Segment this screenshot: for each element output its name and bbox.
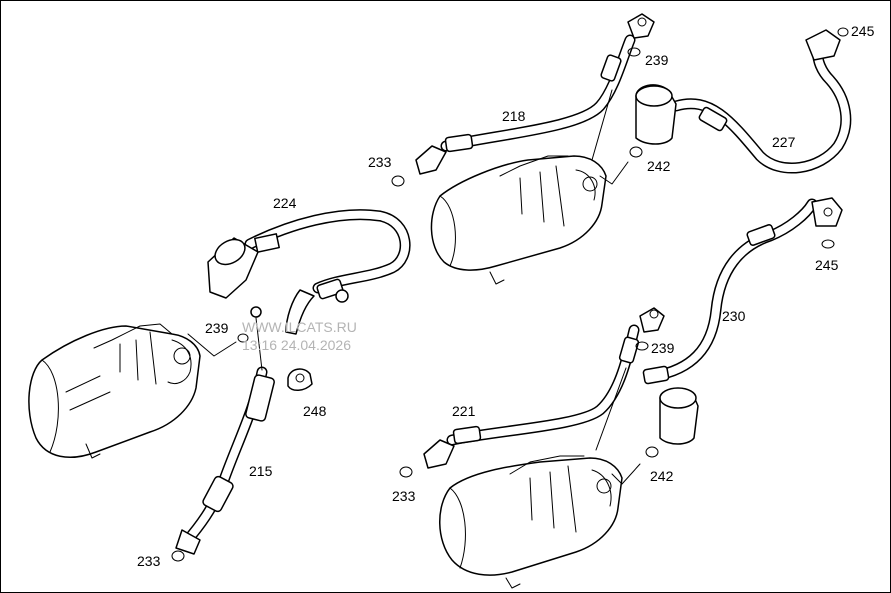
- compressor-bottom: [439, 455, 623, 589]
- label-233-left: 233: [137, 553, 161, 569]
- label-245-bottom: 245: [815, 257, 839, 273]
- label-239-bottom: 239: [651, 340, 675, 356]
- watermark-timestamp: 13:16 24.04.2026: [242, 337, 351, 353]
- label-242-bottom: 242: [650, 468, 674, 484]
- leader-239-left: [187, 333, 249, 357]
- label-233-bottom: 233: [392, 488, 416, 504]
- leader-239-bottom: [595, 367, 627, 451]
- leader-239-top: [591, 89, 613, 161]
- label-227: 227: [772, 134, 796, 150]
- seal-233-left: [171, 550, 185, 562]
- seal-233-top: [391, 175, 405, 187]
- label-215: 215: [249, 463, 273, 479]
- hose-230: [642, 197, 843, 445]
- hose-224: [207, 209, 411, 335]
- hose-227: [635, 27, 852, 174]
- seal-233-bottom: [399, 466, 413, 478]
- label-221: 221: [452, 403, 476, 419]
- compressor-left: [28, 323, 201, 459]
- label-224: 224: [273, 195, 297, 211]
- label-245-top: 245: [851, 23, 875, 39]
- label-248: 248: [303, 403, 327, 419]
- compressor-top: [430, 155, 607, 285]
- clip-248: [287, 368, 313, 391]
- hose-215: [175, 306, 275, 555]
- label-239-top: 239: [645, 52, 669, 68]
- label-218: 218: [502, 108, 526, 124]
- label-230: 230: [722, 308, 746, 324]
- label-239-left: 239: [205, 320, 229, 336]
- label-233-top: 233: [368, 154, 392, 170]
- watermark-site: WWW.ILCATS.RU: [242, 319, 357, 335]
- label-242-top: 242: [647, 158, 671, 174]
- hose-221: [423, 307, 665, 469]
- leader-242-top: [599, 146, 643, 185]
- hose-218: [415, 13, 655, 175]
- leader-242-bottom: [611, 446, 659, 485]
